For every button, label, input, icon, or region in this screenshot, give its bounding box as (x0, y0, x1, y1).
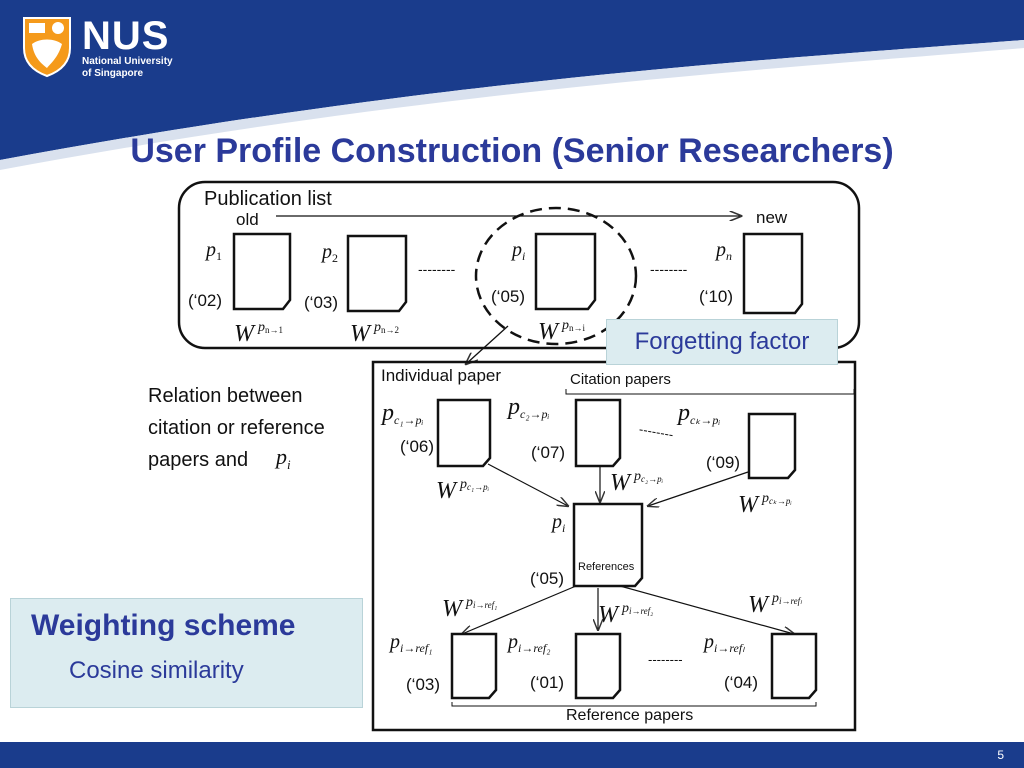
reference-year: (‘03) (406, 675, 440, 694)
reference-papers-heading: Reference papers (566, 707, 693, 724)
paper-icon (747, 412, 797, 480)
paper-label: pi (510, 239, 525, 263)
citation-label: pc₂→pᵢ (506, 394, 549, 421)
reference-label: pi→ref₂ (506, 631, 550, 655)
paper-year: (‘10) (699, 287, 733, 306)
paper-label: pn (714, 239, 732, 263)
paper-label: p1 (204, 239, 222, 263)
ellipsis-dashes: -------- (650, 261, 688, 277)
logo: NUS National University of Singapore (82, 16, 173, 80)
citation-year: (‘09) (706, 453, 740, 472)
paper-icon (346, 234, 408, 313)
ellipsis-dashes: -------- (648, 652, 683, 667)
weighting-scheme-callout: Weighting scheme Cosine similarity (10, 598, 363, 708)
paper-icon (534, 232, 597, 311)
reference-year: (‘04) (724, 673, 758, 692)
paper-icon (450, 632, 498, 700)
paper-year: (‘02) (188, 291, 222, 310)
logo-line-1: National University (82, 56, 173, 67)
header-band: NUS National University of Singapore (0, 0, 1024, 180)
page-number: 5 (997, 748, 1004, 762)
citation-papers-heading: Citation papers (570, 371, 671, 388)
center-paper-icon (572, 502, 644, 588)
citation-label: pc₁→pᵢ (380, 400, 423, 427)
new-label: new (756, 208, 788, 227)
selected-paper-ellipse (474, 206, 638, 346)
relation-line-2: citation or reference (148, 417, 325, 439)
individual-paper-heading: Individual paper (381, 366, 501, 385)
footer-bar: 5 (0, 742, 1024, 768)
citation-arrow (648, 471, 749, 506)
reference-year: (‘01) (530, 673, 564, 692)
ellipsis-dashes: -------- (418, 261, 456, 277)
center-paper-label: pi (550, 511, 565, 535)
weighting-scheme-item: Cosine similarity (69, 657, 244, 684)
paper-icon (436, 398, 492, 468)
publication-list-heading: Publication list (204, 188, 332, 210)
relation-pi: pi (274, 444, 291, 472)
citation-label: pcₖ→pᵢ (676, 400, 720, 427)
reference-arrow (462, 585, 577, 634)
reference-label: pi→refₗ (702, 631, 745, 655)
reference-bracket (451, 702, 817, 707)
references-label: References (578, 561, 635, 573)
zoom-arrow (466, 325, 509, 364)
publication-list-box (177, 180, 861, 350)
logo-line-2: of Singapore (82, 68, 144, 79)
paper-label: p2 (320, 241, 338, 265)
page-title: User Profile Construction (Senior Resear… (130, 132, 894, 170)
paper-year: (‘03) (304, 293, 338, 312)
reference-arrow (619, 585, 794, 634)
old-label: old (236, 210, 259, 229)
relation-line-3: papers and (148, 449, 248, 471)
paper-icon (574, 398, 622, 468)
paper-icon (742, 232, 804, 315)
logo-name: NUS (82, 14, 170, 58)
center-paper-year: (‘05) (530, 569, 564, 588)
paper-year: (‘05) (491, 287, 525, 306)
citation-year: (‘07) (531, 443, 565, 462)
reference-label: pi→ref₁ (388, 631, 432, 655)
citation-bracket (565, 389, 855, 395)
ellipsis-dashes: -------- (638, 421, 675, 442)
citation-year: (‘06) (400, 437, 434, 456)
diagram-svg: Publication list old new p1 p2 pi pn (‘0… (148, 180, 861, 732)
weighting-scheme-title: Weighting scheme (31, 609, 296, 642)
relation-line-1: Relation between (148, 385, 303, 407)
header-background (0, 0, 1024, 170)
paper-icon (574, 632, 622, 700)
paper-icon (232, 232, 292, 311)
nus-crest-icon (20, 14, 74, 78)
paper-icon (770, 632, 818, 700)
citation-arrow (487, 463, 568, 506)
forgetting-factor-callout: Forgetting factor (606, 319, 838, 365)
